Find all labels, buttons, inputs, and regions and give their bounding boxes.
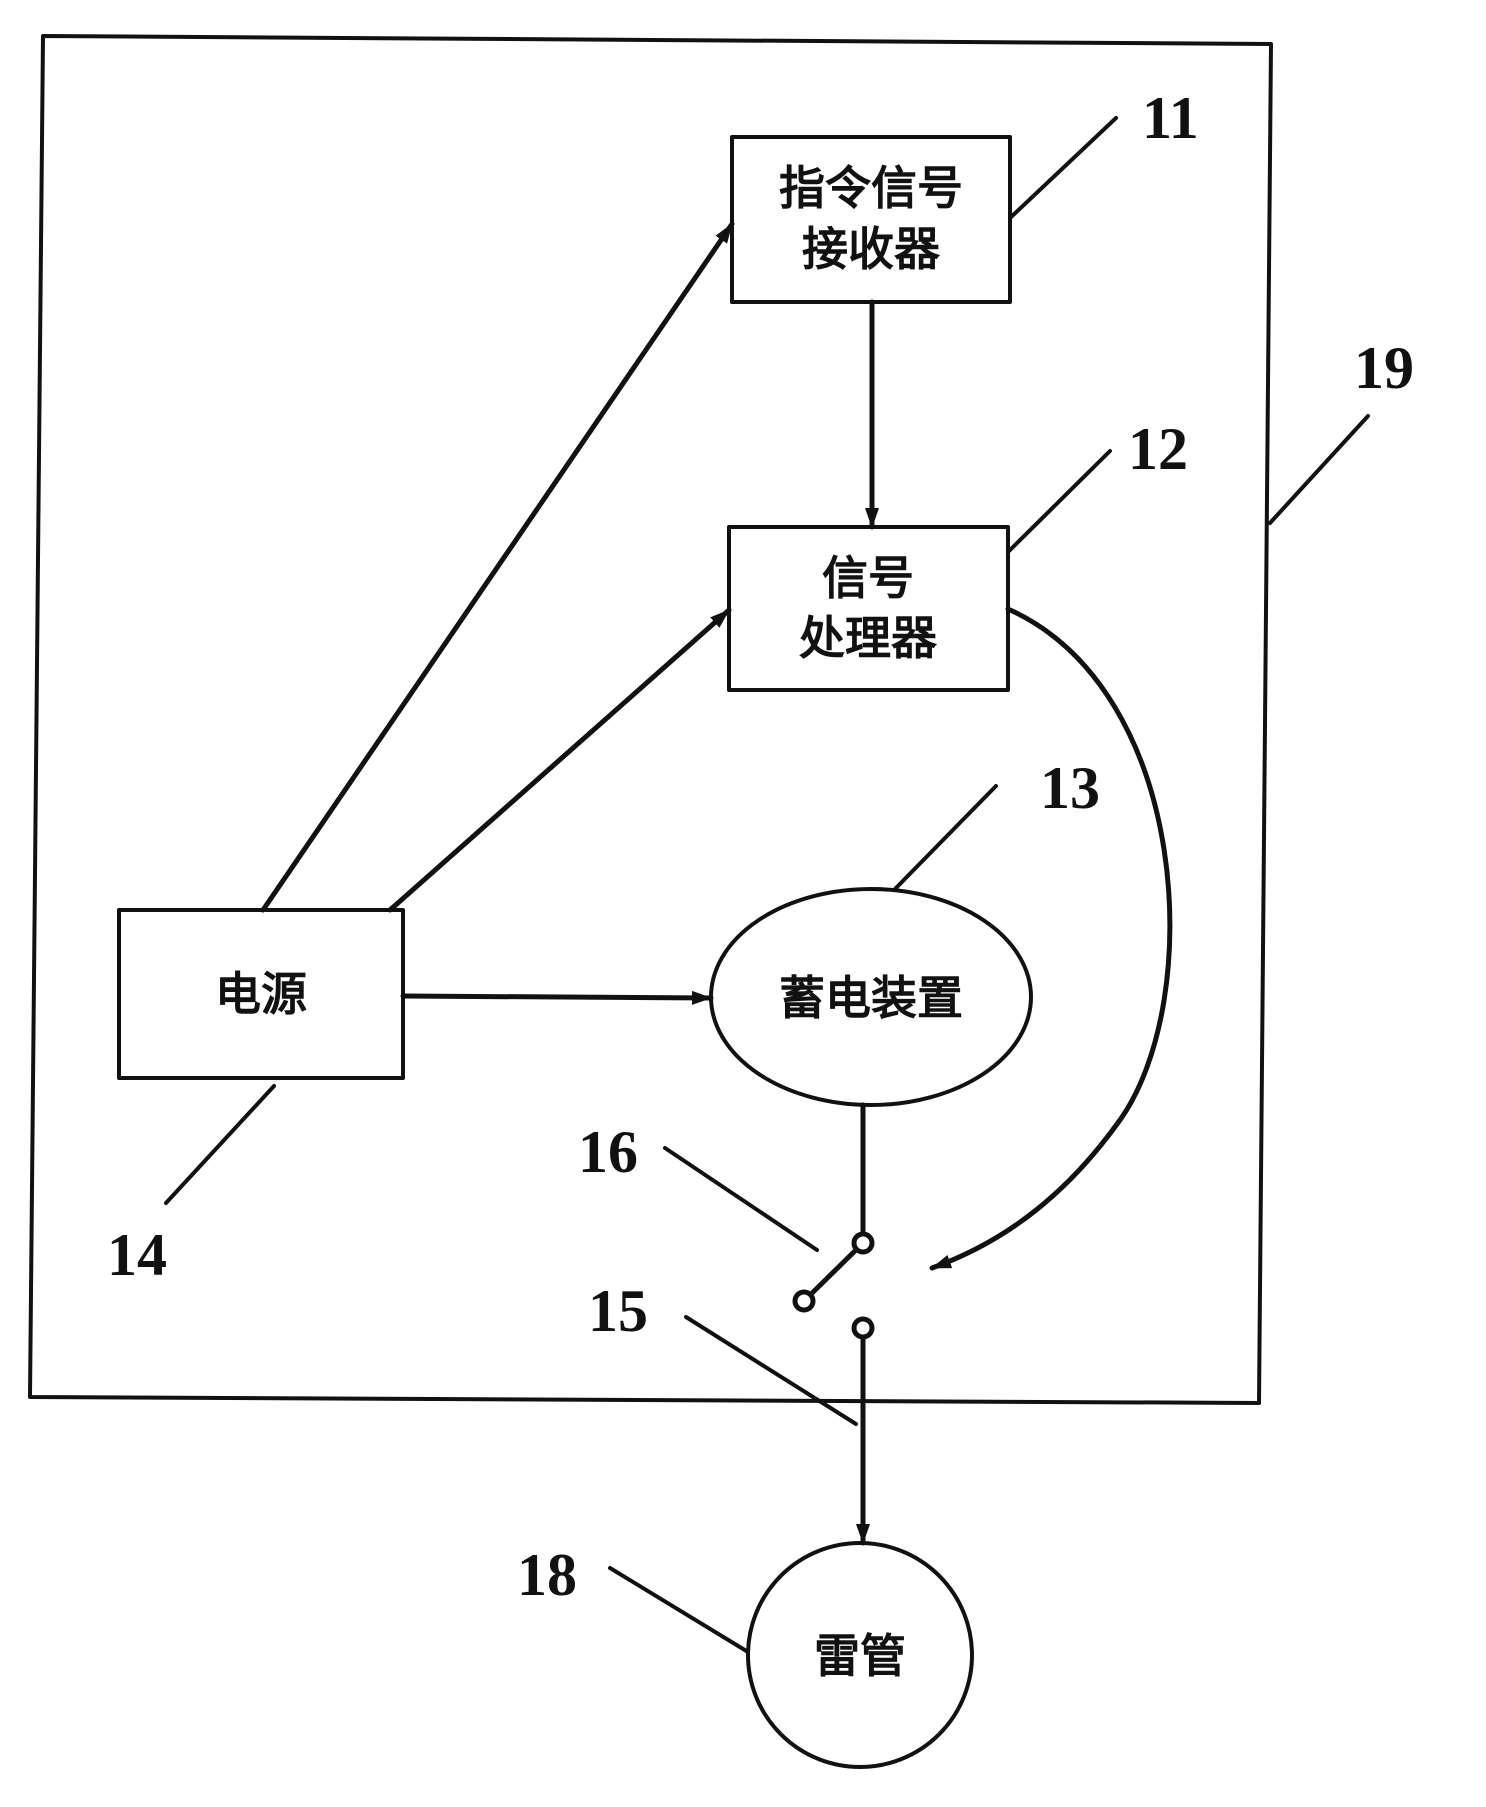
- arrow-power-to-receiver: [263, 224, 732, 910]
- power-label: 电源: [215, 967, 307, 1021]
- switch-contact-left: [795, 1292, 813, 1310]
- ref-11: 11: [1142, 85, 1199, 151]
- leader-14: [166, 1086, 274, 1203]
- switch-blade: [804, 1243, 863, 1301]
- leader-12: [1008, 451, 1110, 552]
- ref-12: 12: [1128, 416, 1188, 482]
- leader-15: [686, 1317, 856, 1424]
- ref-14: 14: [107, 1222, 167, 1288]
- storage-label: 蓄电装置: [779, 971, 963, 1025]
- arrow-processor-to-switch: [932, 609, 1170, 1268]
- ref-13: 13: [1040, 755, 1100, 821]
- leader-13: [894, 786, 996, 890]
- leader-19: [1270, 416, 1368, 523]
- leader-11: [1010, 118, 1116, 218]
- ref-16: 16: [578, 1119, 638, 1185]
- receiver-label-line2: 接收器: [802, 222, 941, 276]
- leader-18: [610, 1568, 748, 1652]
- ref-15: 15: [588, 1278, 648, 1344]
- ref-19: 19: [1354, 335, 1414, 401]
- switch-contact-top: [854, 1234, 872, 1252]
- arrow-power-to-processor: [390, 610, 729, 910]
- receiver-label-line1: 指令信号: [779, 161, 963, 215]
- processor-label-line1: 信号: [822, 551, 914, 605]
- switch-contact-bottom: [854, 1319, 872, 1337]
- detonator-label: 雷管: [814, 1629, 906, 1683]
- processor-label-line2: 处理器: [799, 611, 938, 665]
- leader-16: [665, 1148, 817, 1250]
- ref-18: 18: [517, 1542, 577, 1608]
- enclosure-frame: [30, 36, 1271, 1403]
- arrow-power-to-storage: [403, 996, 711, 998]
